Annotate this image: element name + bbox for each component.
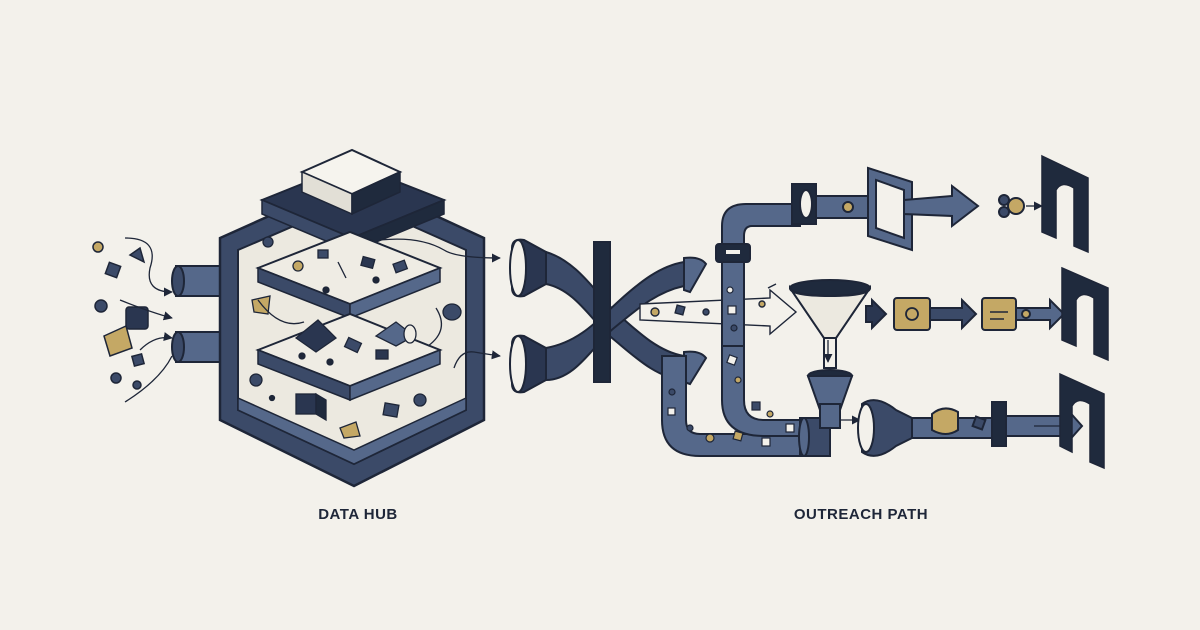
hub-inlet-pipes <box>171 265 225 363</box>
crossing-mixer <box>509 238 708 394</box>
document-icon <box>981 297 1017 331</box>
pipe-particles <box>667 286 795 447</box>
data-hub-machine <box>218 148 486 488</box>
pipe-network <box>661 203 831 457</box>
data-hub-label: DATA HUB <box>318 506 398 523</box>
hub-output-arrows <box>379 238 501 369</box>
portal-icons <box>1041 154 1109 470</box>
circle-target-icon <box>893 297 931 331</box>
outreach-path-label: OUTREACH PATH <box>793 506 929 523</box>
branch-top <box>791 166 1043 252</box>
branch-bottom <box>840 399 1084 457</box>
input-shapes <box>92 241 149 390</box>
branch-middle <box>865 297 1066 331</box>
funnel-icon <box>788 279 872 429</box>
mixer-output-stream <box>639 283 798 336</box>
input-curves <box>119 237 173 403</box>
